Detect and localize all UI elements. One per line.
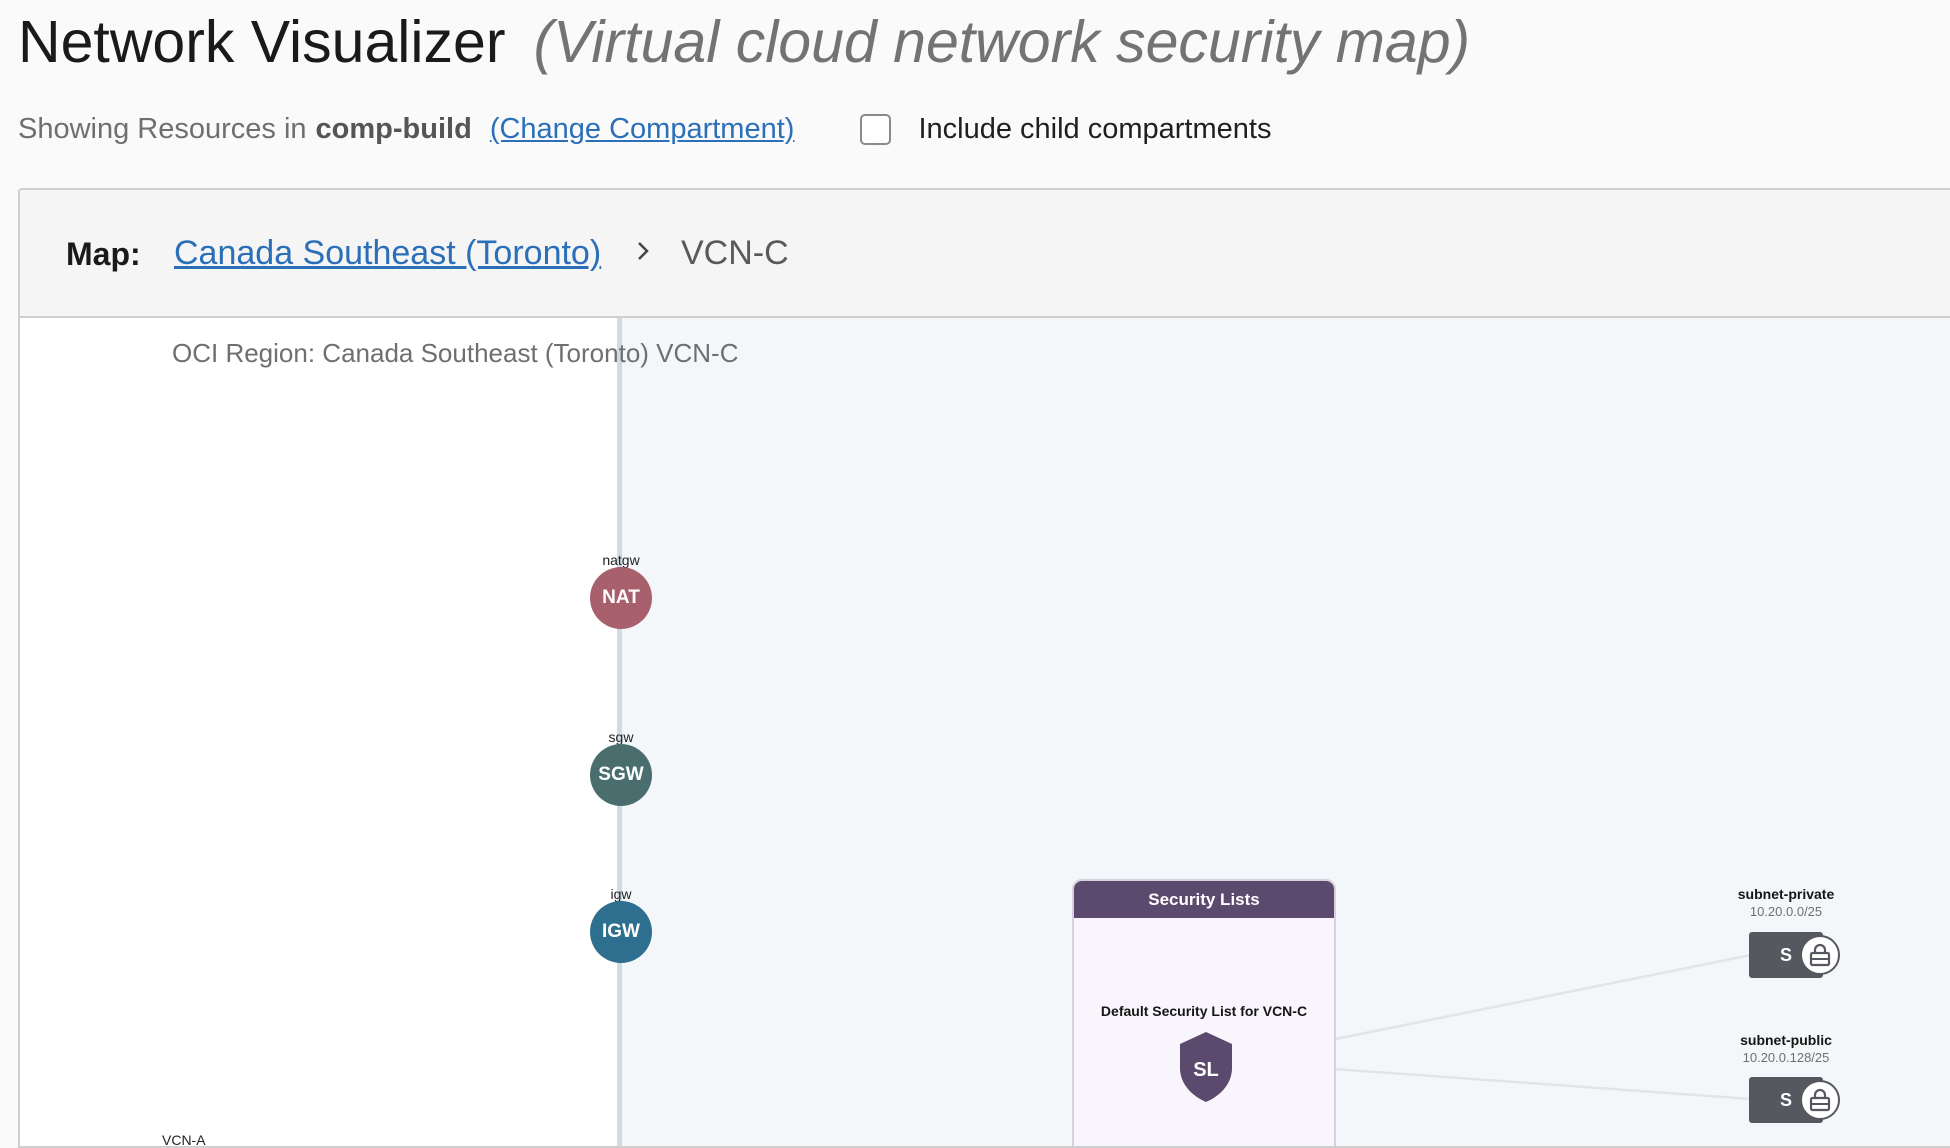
breadcrumb-region-link[interactable]: Canada Southeast (Toronto) — [174, 234, 602, 272]
map-panel: Map: Canada Southeast (Toronto) VCN-C OC… — [18, 188, 1950, 1148]
map-label: Map: — [66, 236, 141, 272]
shield-icon[interactable] — [1176, 1030, 1236, 1104]
subnet-cidr: 10.20.0.128/25 — [1742, 1050, 1830, 1065]
subnet-public-node[interactable]: S — [1749, 1077, 1843, 1123]
security-list-name: Default Security List for VCN-C — [1100, 1003, 1308, 1019]
resource-scope-prefix: Showing Resources in — [18, 113, 307, 145]
subnet-name: subnet-public — [1740, 1032, 1832, 1048]
page-header: Network Visualizer (Virtual cloud networ… — [18, 8, 1470, 76]
security-lists-panel: Security Lists Default Security List for… — [1072, 879, 1336, 1146]
gateway-label: natgw — [602, 552, 640, 568]
network-map-canvas[interactable]: OCI Region: Canada Southeast (Toronto) V… — [20, 318, 1950, 1148]
change-compartment-link[interactable]: (Change Compartment) — [489, 113, 795, 145]
page-title: Network Visualizer — [18, 9, 506, 75]
security-lists-header: Security Lists — [1074, 881, 1334, 918]
compartment-name: comp-build — [315, 113, 472, 145]
subnet-name: subnet-private — [1737, 886, 1835, 902]
subnet-private-node[interactable]: S — [1749, 932, 1843, 978]
lock-icon — [1800, 1080, 1840, 1120]
map-breadcrumb: Map: Canada Southeast (Toronto) VCN-C — [20, 190, 1950, 318]
page-subtitle: (Virtual cloud network security map) — [533, 9, 1471, 75]
gateway-label: sgw — [608, 729, 634, 745]
gateway-label: igw — [610, 886, 632, 902]
internet-gateway-node[interactable]: IGW — [590, 901, 652, 963]
chevron-right-icon — [638, 242, 649, 260]
subnet-cidr: 10.20.0.0/25 — [1749, 904, 1823, 919]
resource-scope-bar: Showing Resources in comp-build (Change … — [18, 113, 1271, 146]
include-child-compartments-checkbox[interactable] — [860, 114, 892, 145]
vcn-boundary-line — [617, 318, 622, 1146]
breadcrumb-current: VCN-C — [681, 234, 789, 272]
vcn-a-label[interactable]: VCN-A — [162, 1132, 206, 1148]
region-vcn-label: OCI Region: Canada Southeast (Toronto) V… — [172, 338, 739, 368]
nat-gateway-node[interactable]: NAT — [590, 567, 652, 629]
lock-icon — [1800, 935, 1840, 975]
include-child-compartments-label[interactable]: Include child compartments — [918, 113, 1272, 145]
service-gateway-node[interactable]: SGW — [590, 744, 652, 806]
